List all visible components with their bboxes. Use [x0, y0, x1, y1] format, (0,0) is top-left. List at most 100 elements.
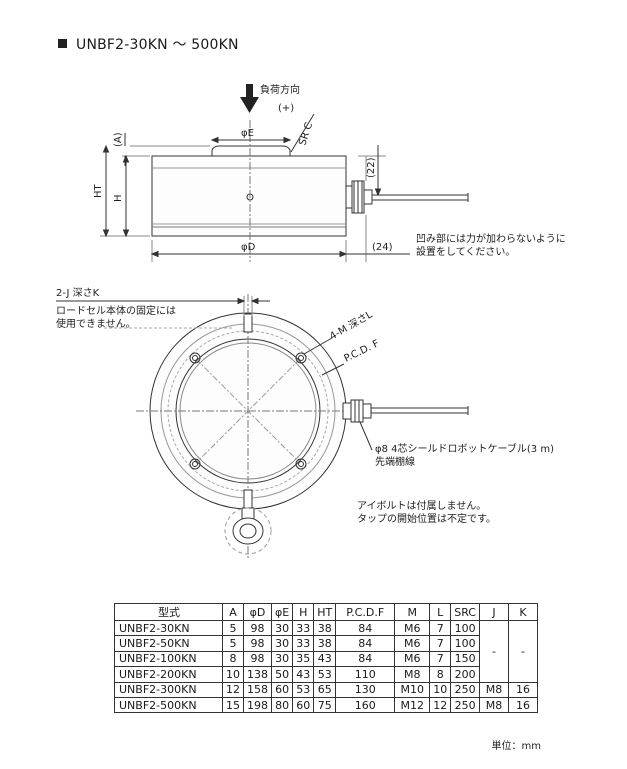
phi-e-label: φE — [241, 128, 254, 139]
bullet-square-icon — [58, 39, 67, 48]
cell-model: UNBF2-300KN — [114, 681, 223, 698]
cell: 100 — [450, 635, 480, 652]
j-note-line: ロードセル本体の固定には — [56, 306, 176, 317]
m-label: 4-M 深さL — [328, 308, 375, 342]
cell: 33 — [292, 619, 315, 637]
cell: 160 — [335, 696, 396, 714]
col-header: M — [394, 603, 431, 621]
cell: 84 — [335, 650, 396, 668]
cell: 8 — [222, 650, 244, 668]
cell: 80 — [270, 696, 294, 714]
cell: 10 — [222, 666, 244, 683]
cell: 7 — [429, 650, 452, 668]
col-header: φD — [243, 603, 272, 621]
cell: 16 — [507, 696, 538, 714]
unit-label: 単位：mm — [491, 741, 541, 752]
cell: 98 — [243, 619, 272, 637]
cell: 110 — [335, 666, 396, 683]
eyebolt-note-line: アイボルトは付属しません。 — [357, 501, 487, 512]
col-header: φE — [270, 603, 294, 621]
cell: 65 — [313, 681, 337, 698]
cell: 60 — [270, 681, 294, 698]
table-row: UNBF2-500KN 15 198 80 60 75 160 M12 12 2… — [114, 696, 538, 714]
cell: 50 — [270, 666, 294, 683]
cell: 43 — [313, 650, 337, 668]
cell: M8 — [394, 666, 431, 683]
cell: 12 — [222, 681, 244, 698]
h-label: H — [113, 194, 124, 202]
cell: 43 — [292, 666, 315, 683]
cell: M6 — [394, 650, 431, 668]
cell: 200 — [450, 666, 480, 683]
spec-table: 型式 A φD φE H HT P.C.D.F M L SRC J K UNBF… — [114, 603, 538, 714]
cell-model: UNBF2-100KN — [114, 650, 223, 668]
cell: 12 — [429, 696, 452, 714]
side-note-line: 凹み部には力が加わらないように — [416, 234, 566, 245]
table-row: UNBF2-300KN 12 158 60 53 65 130 M10 10 2… — [114, 681, 538, 698]
col-header: H — [292, 603, 315, 621]
cell: M10 — [394, 681, 431, 698]
cell: M6 — [394, 619, 431, 637]
cell: 84 — [335, 635, 396, 652]
col-header: K — [507, 603, 538, 621]
cell: 130 — [335, 681, 396, 698]
phi-d-label: φD — [241, 242, 256, 253]
col-header: L — [429, 603, 452, 621]
cable-note-line: 先端棚線 — [375, 457, 415, 468]
top-view — [56, 294, 469, 560]
eyebolt-note: アイボルトは付属しません。 タップの開始位置は不定です。 — [357, 500, 496, 526]
cell: 98 — [243, 635, 272, 652]
technical-drawing: 負荷方向 (+) φE SR C (A) HT H (22) φD (24) — [56, 83, 469, 560]
col-header: HT — [313, 603, 337, 621]
cell-model: UNBF2-500KN — [114, 696, 223, 714]
cell: 5 — [222, 635, 244, 652]
cell-dash: - — [478, 620, 509, 683]
top-boss — [211, 145, 291, 156]
col-header: A — [222, 603, 244, 621]
cable-note: φ8 4芯シールドロボットケーブル(3 m) 先端棚線 — [375, 443, 554, 469]
j-label: 2-J 深さK — [56, 287, 100, 299]
cell-model: UNBF2-200KN — [114, 666, 223, 683]
cell: 33 — [292, 635, 315, 652]
cell: M12 — [394, 696, 431, 714]
cell: 84 — [335, 619, 396, 637]
cell: 38 — [313, 635, 337, 652]
col-header: SRC — [450, 603, 480, 621]
cell-model: UNBF2-50KN — [114, 635, 223, 652]
cell: 250 — [450, 696, 480, 714]
side-view — [100, 84, 469, 262]
cell: 98 — [243, 650, 272, 668]
side-note: 凹み部には力が加わらないように 設置をしてください。 — [416, 233, 566, 259]
cell: 30 — [270, 635, 294, 652]
cell: 30 — [270, 619, 294, 637]
cell: 7 — [429, 635, 452, 652]
cable-connector — [345, 180, 469, 214]
cable — [342, 399, 469, 451]
cell: 10 — [429, 681, 452, 698]
pcd-label: P.C.D. F — [342, 338, 381, 364]
cell-dash: - — [507, 620, 538, 683]
a-label: (A) — [113, 132, 124, 147]
cell: M6 — [394, 635, 431, 652]
cell: 100 — [450, 619, 480, 637]
cell: M8 — [478, 681, 509, 698]
dim-24-label: (24) — [372, 242, 393, 253]
cell: 150 — [450, 650, 480, 668]
table-row: UNBF2-100KN 8 98 30 35 43 84 M6 7 150 — [114, 650, 538, 668]
cell: 16 — [507, 681, 538, 698]
cell: 158 — [243, 681, 272, 698]
plus-label: (+) — [278, 103, 294, 114]
cell-model: UNBF2-30KN — [114, 619, 223, 637]
cell: 7 — [429, 619, 452, 637]
table-row: UNBF2-200KN 10 138 50 43 53 110 M8 8 200 — [114, 666, 538, 683]
load-arrow-icon — [240, 84, 259, 113]
cable-note-line: φ8 4芯シールドロボットケーブル(3 m) — [375, 444, 554, 455]
j-note: ロードセル本体の固定には 使用できません。 — [56, 305, 176, 331]
m-holes — [189, 352, 307, 470]
cell: 53 — [313, 666, 337, 683]
cell: 8 — [429, 666, 452, 683]
col-header: P.C.D.F — [335, 603, 396, 621]
table-row: UNBF2-50KN 5 98 30 33 38 84 M6 7 100 — [114, 635, 538, 652]
load-direction-label: 負荷方向 — [260, 83, 300, 96]
cell: 53 — [292, 681, 315, 698]
